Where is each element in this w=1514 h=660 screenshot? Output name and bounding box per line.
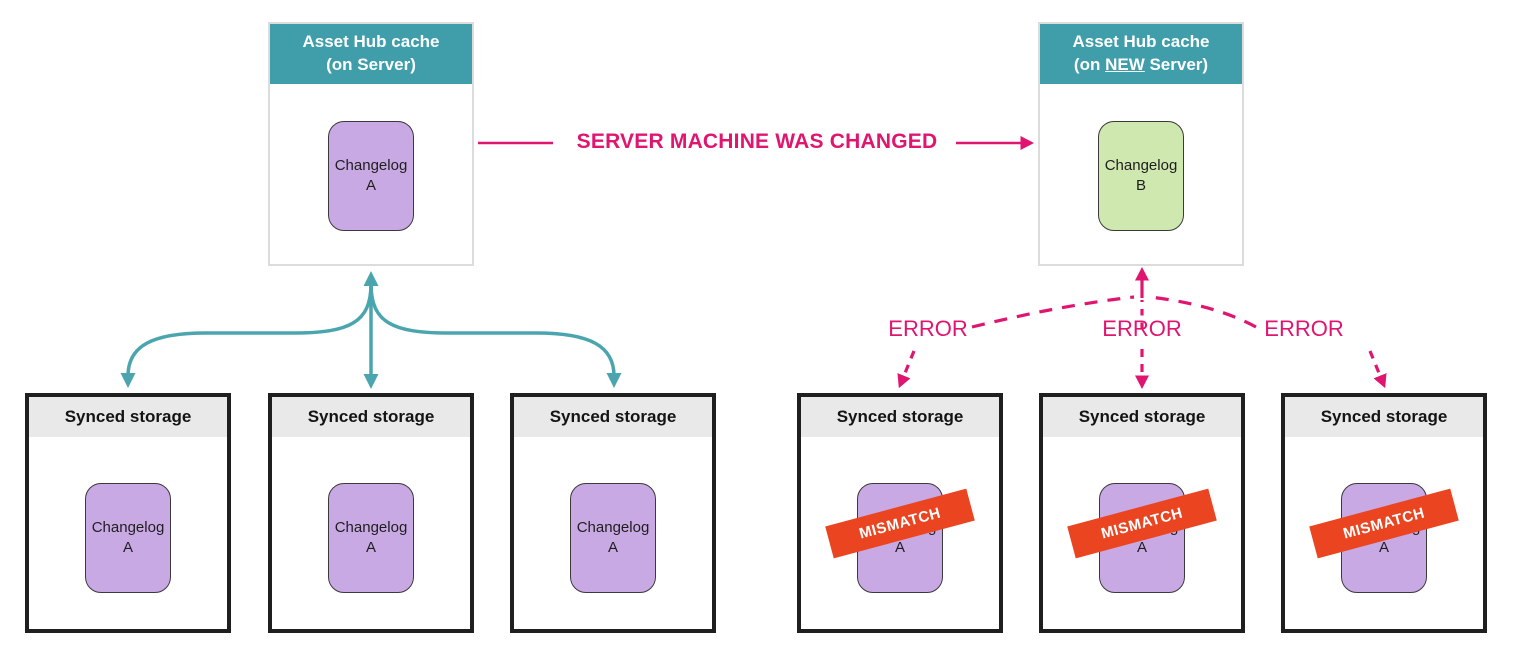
synced-storage-title: Synced storage: [29, 397, 227, 437]
synced-storage-box-4: Synced storage Changelog A MISMATCH: [797, 393, 1003, 633]
error-arrow-down-3: [1368, 350, 1387, 389]
asset-hub-header: Asset Hub cache (on NEW Server): [1040, 24, 1242, 84]
changelog-version: B: [1135, 177, 1146, 194]
synced-storage-title: Synced storage: [1285, 397, 1483, 437]
synced-storage-box-2: Synced storage Changelog A: [268, 393, 474, 633]
error-arrow-down-1: [897, 350, 916, 389]
asset-hub-title-line2: (on Server): [326, 55, 416, 74]
changelog-version: A: [894, 539, 905, 556]
changelog-version: A: [365, 177, 376, 194]
server-changed-banner: SERVER MACHINE WAS CHANGED: [576, 130, 938, 153]
changelog-version: A: [365, 539, 376, 556]
changelog-label: Changelog: [576, 518, 650, 536]
asset-hub-title-line1: Asset Hub cache: [1072, 32, 1210, 52]
synced-storage-box-6: Synced storage Changelog A MISMATCH: [1281, 393, 1487, 633]
synced-storage-title: Synced storage: [272, 397, 470, 437]
title-prefix: (on: [1073, 55, 1106, 74]
title-new-emphasis: NEW: [1105, 55, 1145, 74]
asset-hub-header: Asset Hub cache (on Server): [270, 24, 472, 84]
changelog-label: Changelog: [91, 518, 165, 536]
title-suffix: Server): [1144, 55, 1209, 74]
asset-hub-cache-server: Asset Hub cache (on Server) Changelog A: [268, 22, 474, 266]
error-label-2: ERROR: [1102, 316, 1182, 341]
changelog-version: A: [122, 539, 133, 556]
changelog-label: Changelog: [334, 156, 408, 174]
changelog-a-chip: Changelog A: [328, 121, 414, 231]
changelog-version: A: [1378, 539, 1389, 556]
changelog-b-chip: Changelog B: [1098, 121, 1184, 231]
error-label-1: ERROR: [888, 316, 968, 341]
synced-storage-box-1: Synced storage Changelog A: [25, 393, 231, 633]
changelog-version: A: [607, 539, 618, 556]
changelog-version: A: [1136, 539, 1147, 556]
asset-hub-title-line2: (on NEW Server): [1074, 54, 1208, 77]
sync-arrow-left: [120, 283, 373, 388]
asset-hub-cache-new-server: Asset Hub cache (on NEW Server) Changelo…: [1038, 22, 1244, 266]
synced-storage-box-3: Synced storage Changelog A: [510, 393, 716, 633]
changelog-label: Changelog: [1104, 156, 1178, 174]
error-label-3: ERROR: [1264, 316, 1344, 341]
synced-storage-box-5: Synced storage Changelog A MISMATCH: [1039, 393, 1245, 633]
changelog-a-chip: Changelog A: [328, 483, 414, 593]
changelog-label: Changelog: [334, 518, 408, 536]
sync-arrow-right: [369, 283, 622, 388]
synced-storage-title: Synced storage: [1043, 397, 1241, 437]
synced-storage-title: Synced storage: [801, 397, 999, 437]
changelog-a-chip: Changelog A: [570, 483, 656, 593]
asset-hub-title-line1: Asset Hub cache: [302, 32, 440, 52]
changelog-a-chip: Changelog A: [85, 483, 171, 593]
synced-storage-title: Synced storage: [514, 397, 712, 437]
